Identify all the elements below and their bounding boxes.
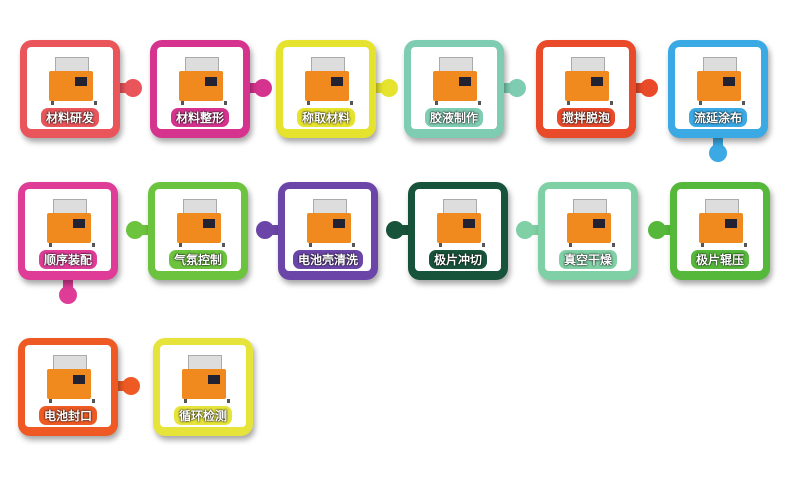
puzzle-connector <box>380 79 398 97</box>
press-machine-icon <box>179 57 227 107</box>
step-image-area: 材料研发 <box>27 47 113 129</box>
puzzle-connector <box>256 221 274 239</box>
process-step-7: 顺序装配 <box>18 182 118 280</box>
process-step-4: 胶液制作 <box>404 40 504 138</box>
step-image-area: 电池封口 <box>25 345 111 427</box>
step-label: 流延涂布 <box>688 108 748 127</box>
process-step-11: 真空干燥 <box>538 182 638 280</box>
step-label: 材料研发 <box>40 108 100 127</box>
puzzle-connector-neck <box>400 225 412 235</box>
vacuum-oven-icon <box>567 199 615 249</box>
step-label: 真空干燥 <box>558 250 618 269</box>
step-label: 极片辊压 <box>690 250 750 269</box>
disc-cutter-icon <box>437 199 485 249</box>
process-step-8: 气氛控制 <box>148 182 248 280</box>
puzzle-connector-neck <box>270 225 282 235</box>
puzzle-connector-neck <box>500 83 512 93</box>
puzzle-connector-neck <box>713 134 723 148</box>
puzzle-connector <box>640 79 658 97</box>
puzzle-connector <box>254 79 272 97</box>
puzzle-connector-neck <box>632 83 644 93</box>
puzzle-connector <box>709 144 727 162</box>
step-image-area: 材料整形 <box>157 47 243 129</box>
puzzle-connector-neck <box>246 83 258 93</box>
process-step-1: 材料研发 <box>20 40 120 138</box>
puzzle-connector-neck <box>530 225 542 235</box>
process-step-13: 电池封口 <box>18 338 118 436</box>
puzzle-connector-neck <box>114 381 126 391</box>
analytical-balance-icon <box>305 57 353 107</box>
puzzle-connector-neck <box>140 225 152 235</box>
step-label: 材料整形 <box>170 108 230 127</box>
crimping-machine-icon <box>47 355 95 405</box>
step-label: 电池封口 <box>38 406 98 425</box>
process-step-5: 搅拌脱泡 <box>536 40 636 138</box>
step-image-area: 循环检测 <box>160 345 246 427</box>
puzzle-connector <box>59 286 77 304</box>
step-label: 循环检测 <box>173 406 233 425</box>
puzzle-connector <box>126 221 144 239</box>
tape-casting-coater-icon <box>697 57 745 107</box>
process-step-2: 材料整形 <box>150 40 250 138</box>
glove-box-icon <box>177 199 225 249</box>
process-step-9: 电池壳清洗 <box>278 182 378 280</box>
puzzle-connector-neck <box>116 83 128 93</box>
puzzle-connector-neck <box>63 276 73 290</box>
step-image-area: 极片冲切 <box>415 189 501 271</box>
step-image-area: 搅拌脱泡 <box>543 47 629 129</box>
process-step-6: 流延涂布 <box>668 40 768 138</box>
puzzle-connector-neck <box>372 83 384 93</box>
tube-furnace-icon <box>49 57 97 107</box>
process-step-14: 循环检测 <box>153 338 253 436</box>
coin-cell-parts-icon <box>47 199 95 249</box>
step-label: 搅拌脱泡 <box>556 108 616 127</box>
step-image-area: 气氛控制 <box>155 189 241 271</box>
puzzle-connector <box>648 221 666 239</box>
battery-tester-icon <box>182 355 230 405</box>
step-label: 电池壳清洗 <box>292 250 364 269</box>
step-label: 称取材料 <box>296 108 356 127</box>
puzzle-connector <box>386 221 404 239</box>
vacuum-mixer-icon <box>565 57 613 107</box>
roll-press-icon <box>699 199 747 249</box>
process-step-12: 极片辊压 <box>670 182 770 280</box>
step-label: 顺序装配 <box>38 250 98 269</box>
step-label: 气氛控制 <box>168 250 228 269</box>
step-image-area: 真空干燥 <box>545 189 631 271</box>
puzzle-connector <box>516 221 534 239</box>
puzzle-connector <box>508 79 526 97</box>
step-image-area: 称取材料 <box>283 47 369 129</box>
puzzle-connector <box>124 79 142 97</box>
step-image-area: 电池壳清洗 <box>285 189 371 271</box>
step-label: 极片冲切 <box>428 250 488 269</box>
step-image-area: 顺序装配 <box>25 189 111 271</box>
puzzle-connector-neck <box>662 225 674 235</box>
magnetic-stirrer-icon <box>433 57 481 107</box>
step-image-area: 胶液制作 <box>411 47 497 129</box>
step-label: 胶液制作 <box>424 108 484 127</box>
step-image-area: 流延涂布 <box>675 47 761 129</box>
process-step-10: 极片冲切 <box>408 182 508 280</box>
ultrasonic-cleaner-icon <box>307 199 355 249</box>
puzzle-connector <box>122 377 140 395</box>
step-image-area: 极片辊压 <box>677 189 763 271</box>
process-step-3: 称取材料 <box>276 40 376 138</box>
